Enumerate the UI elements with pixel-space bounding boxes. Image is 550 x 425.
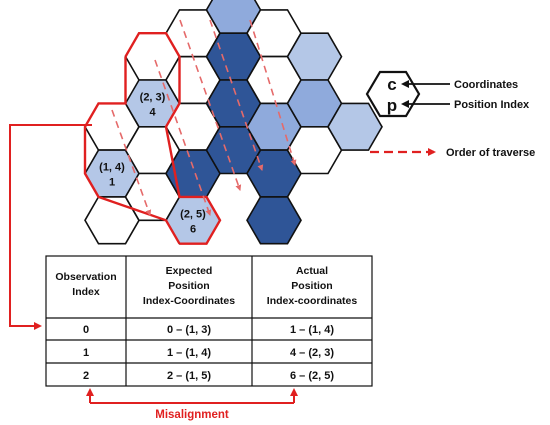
- traverse-arrow: [179, 19, 242, 191]
- legend: c p Coordinates Position Index Order of …: [365, 70, 535, 159]
- legend-symbol-p: p: [387, 96, 397, 115]
- traverse-arrow: [249, 19, 297, 166]
- hex-position-index-label: 1: [109, 177, 115, 189]
- header-expected-line1: Expected: [166, 265, 213, 277]
- position-index-label: Position Index: [454, 99, 530, 111]
- header-actual-line1: Actual: [296, 265, 328, 277]
- header-observation-line2: Index: [72, 286, 100, 298]
- hex-coordinate-label: (2, 3): [140, 91, 166, 103]
- row0-expected: 0 – (1, 3): [167, 324, 211, 336]
- header-observation-line1: Observation: [55, 271, 116, 283]
- traverse-arrow: [209, 19, 264, 171]
- traverse-arrow: [111, 109, 152, 216]
- row0-observation: 0: [83, 324, 89, 336]
- selected-column-outline-right: [124, 32, 222, 245]
- observation-table: Observation Index Expected Position Inde…: [45, 255, 373, 387]
- row2-expected: 2 – (1, 5): [167, 370, 211, 382]
- hex-cell: [327, 102, 383, 151]
- grid-to-table-connector: [9, 124, 92, 330]
- traverse-arrow: [154, 59, 212, 216]
- row2-actual: 6 – (2, 5): [290, 370, 334, 382]
- legend-symbol-c: c: [387, 75, 396, 94]
- hex-coordinate-label: (1, 4): [99, 162, 125, 174]
- misalignment-bracket: Misalignment: [86, 388, 298, 421]
- hex-position-index-label: 4: [149, 106, 156, 118]
- hex-position-index-label: 6: [190, 223, 196, 235]
- coordinates-label: Coordinates: [454, 79, 518, 91]
- row1-observation: 1: [83, 347, 89, 359]
- misalignment-label: Misalignment: [155, 409, 229, 421]
- hex-cell: [246, 196, 302, 245]
- traverse-arrows: [111, 19, 297, 216]
- traverse-label: Order of traverse: [446, 147, 535, 159]
- header-expected-line2: Position: [168, 280, 209, 292]
- hex-coordinate-label: (2, 5): [180, 208, 206, 220]
- row0-actual: 1 – (1, 4): [290, 324, 334, 336]
- header-actual-line2: Position: [291, 280, 332, 292]
- row1-expected: 1 – (1, 4): [167, 347, 211, 359]
- hex-labels: (1, 4) 1 (2, 3) 4 (2, 5) 6: [99, 91, 206, 235]
- hex-grid: [83, 0, 383, 245]
- header-actual-line3: Index-coordinates: [267, 295, 358, 307]
- row1-actual: 4 – (2, 3): [290, 347, 334, 359]
- header-expected-line3: Index-Coordinates: [143, 295, 235, 307]
- selected-column-outline-left: [83, 56, 181, 245]
- row2-observation: 2: [83, 370, 89, 382]
